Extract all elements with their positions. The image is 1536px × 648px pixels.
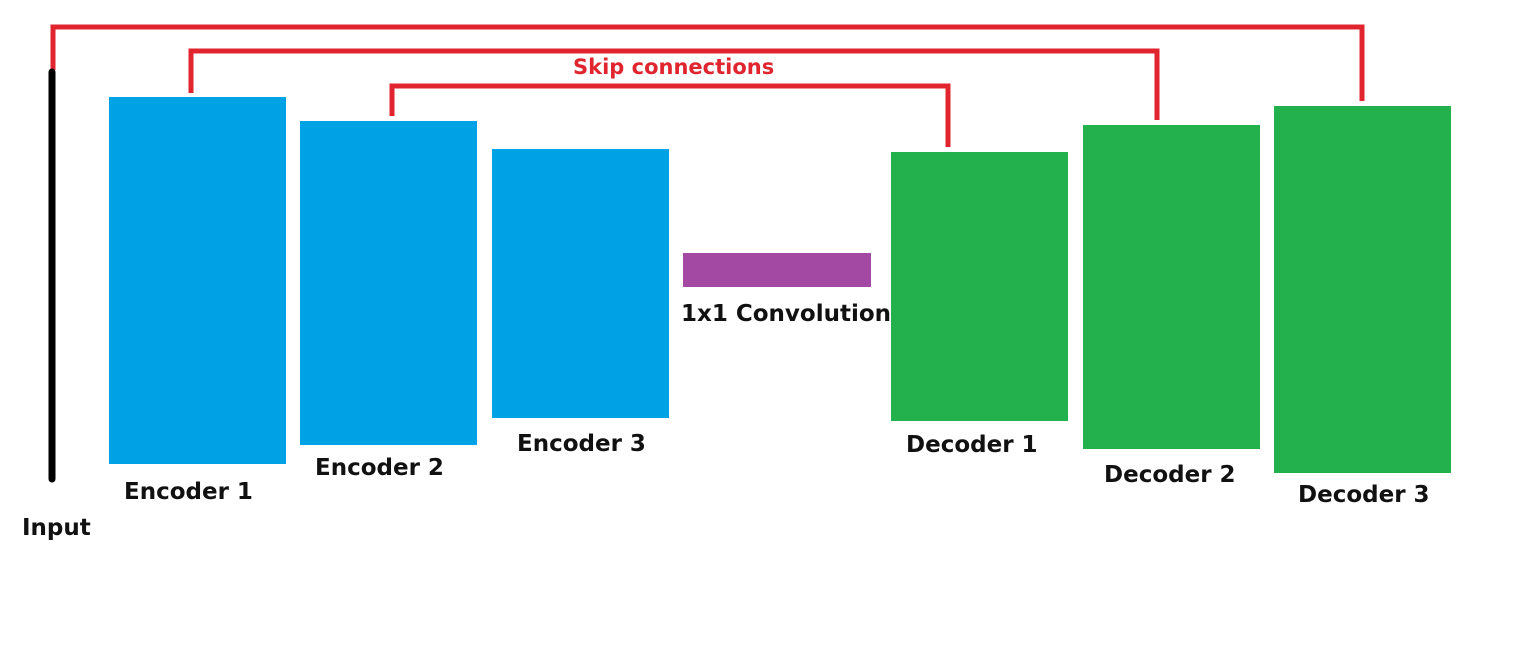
skip-line-input-to-decoder-3 [50,24,1365,101]
encoder-3-label: Encoder 3 [517,431,646,457]
skip-connections-label: Skip connections [573,55,775,79]
skip-line-encoder-1-to-decoder-2 [188,48,1160,120]
decoder-3-block [1274,106,1451,473]
encoder-1-block [109,97,286,464]
decoder-2-label: Decoder 2 [1104,462,1236,488]
encoder-2-block [300,121,477,445]
encoder-2-label: Encoder 2 [315,455,444,481]
skip-line-encoder-2-to-decoder-1 [389,83,951,147]
bottleneck-block [683,253,871,287]
encoder-1-label: Encoder 1 [124,479,253,505]
encoder-3-block [492,149,669,418]
input-label: Input [22,515,91,541]
decoder-1-label: Decoder 1 [906,432,1038,458]
decoder-3-label: Decoder 3 [1298,482,1430,508]
decoder-1-block [891,152,1068,421]
bottleneck-label: 1x1 Convolution [681,301,892,327]
decoder-2-block [1083,125,1260,449]
